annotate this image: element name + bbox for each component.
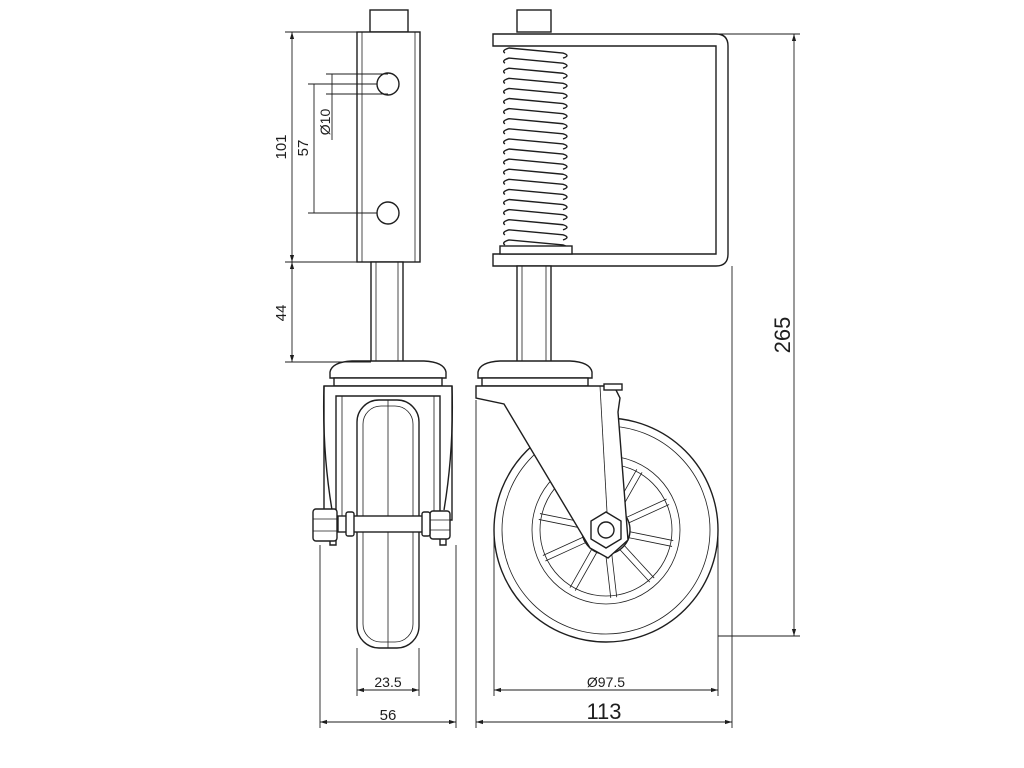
spring-coil [502, 148, 568, 160]
spring-coil [502, 117, 568, 130]
spring-coil [502, 67, 568, 79]
dim-hole-diameter: Ø10 [317, 109, 333, 136]
dim-wheel-width: 23.5 [374, 674, 401, 690]
dim-overall-width: 113 [586, 699, 621, 724]
spring-coil [502, 97, 568, 110]
side-top-stub [516, 9, 552, 33]
axle-nut-right [429, 510, 451, 540]
spring-seat [499, 245, 573, 255]
wheel-spoke [605, 553, 618, 598]
dim-hole-spacing: 57 [295, 140, 312, 157]
top-stub [369, 9, 409, 33]
dim-plate-height: 101 [273, 134, 290, 159]
spring-coil [502, 128, 568, 140]
mounting-hole-lower [376, 201, 400, 225]
wheel-spoke [628, 531, 674, 547]
bearing-ring [333, 377, 443, 387]
side-bearing [481, 377, 589, 387]
spring-coil [502, 138, 568, 150]
spring-coil [502, 188, 568, 201]
mounting-hole-upper [376, 72, 400, 96]
front-view [312, 9, 454, 649]
spring-coil [502, 198, 568, 211]
spring-coil [502, 158, 568, 170]
spring-coil [502, 107, 568, 120]
spring-coil [502, 178, 568, 191]
spring-coil [502, 57, 568, 69]
axle-nut-left [312, 508, 338, 542]
dim-bracket-width: 56 [380, 707, 397, 724]
spring-coil [502, 77, 568, 90]
spring [499, 47, 573, 255]
wheel-spoke [626, 498, 670, 524]
dim-wheel-diameter: Ø97.5 [587, 674, 625, 690]
side-fork [475, 385, 629, 559]
spring-coil [502, 208, 568, 221]
spring-coil [502, 47, 568, 59]
swivel-plate [329, 360, 447, 379]
side-stem [516, 265, 552, 363]
spring-coil [502, 168, 568, 180]
spring-coil [502, 87, 568, 100]
wheel-spoke [619, 545, 655, 583]
spring-coil [502, 218, 568, 231]
wheel-spoke [542, 536, 586, 562]
side-view [475, 9, 729, 643]
side-swivel-plate [477, 360, 593, 379]
spring-bracket [492, 33, 729, 267]
spring-coil [502, 229, 568, 241]
dim-overall-height: 265 [770, 317, 795, 354]
mounting-plate [356, 31, 421, 263]
wheel-spoke [569, 549, 598, 591]
dim-stem-length: 44 [273, 305, 290, 322]
